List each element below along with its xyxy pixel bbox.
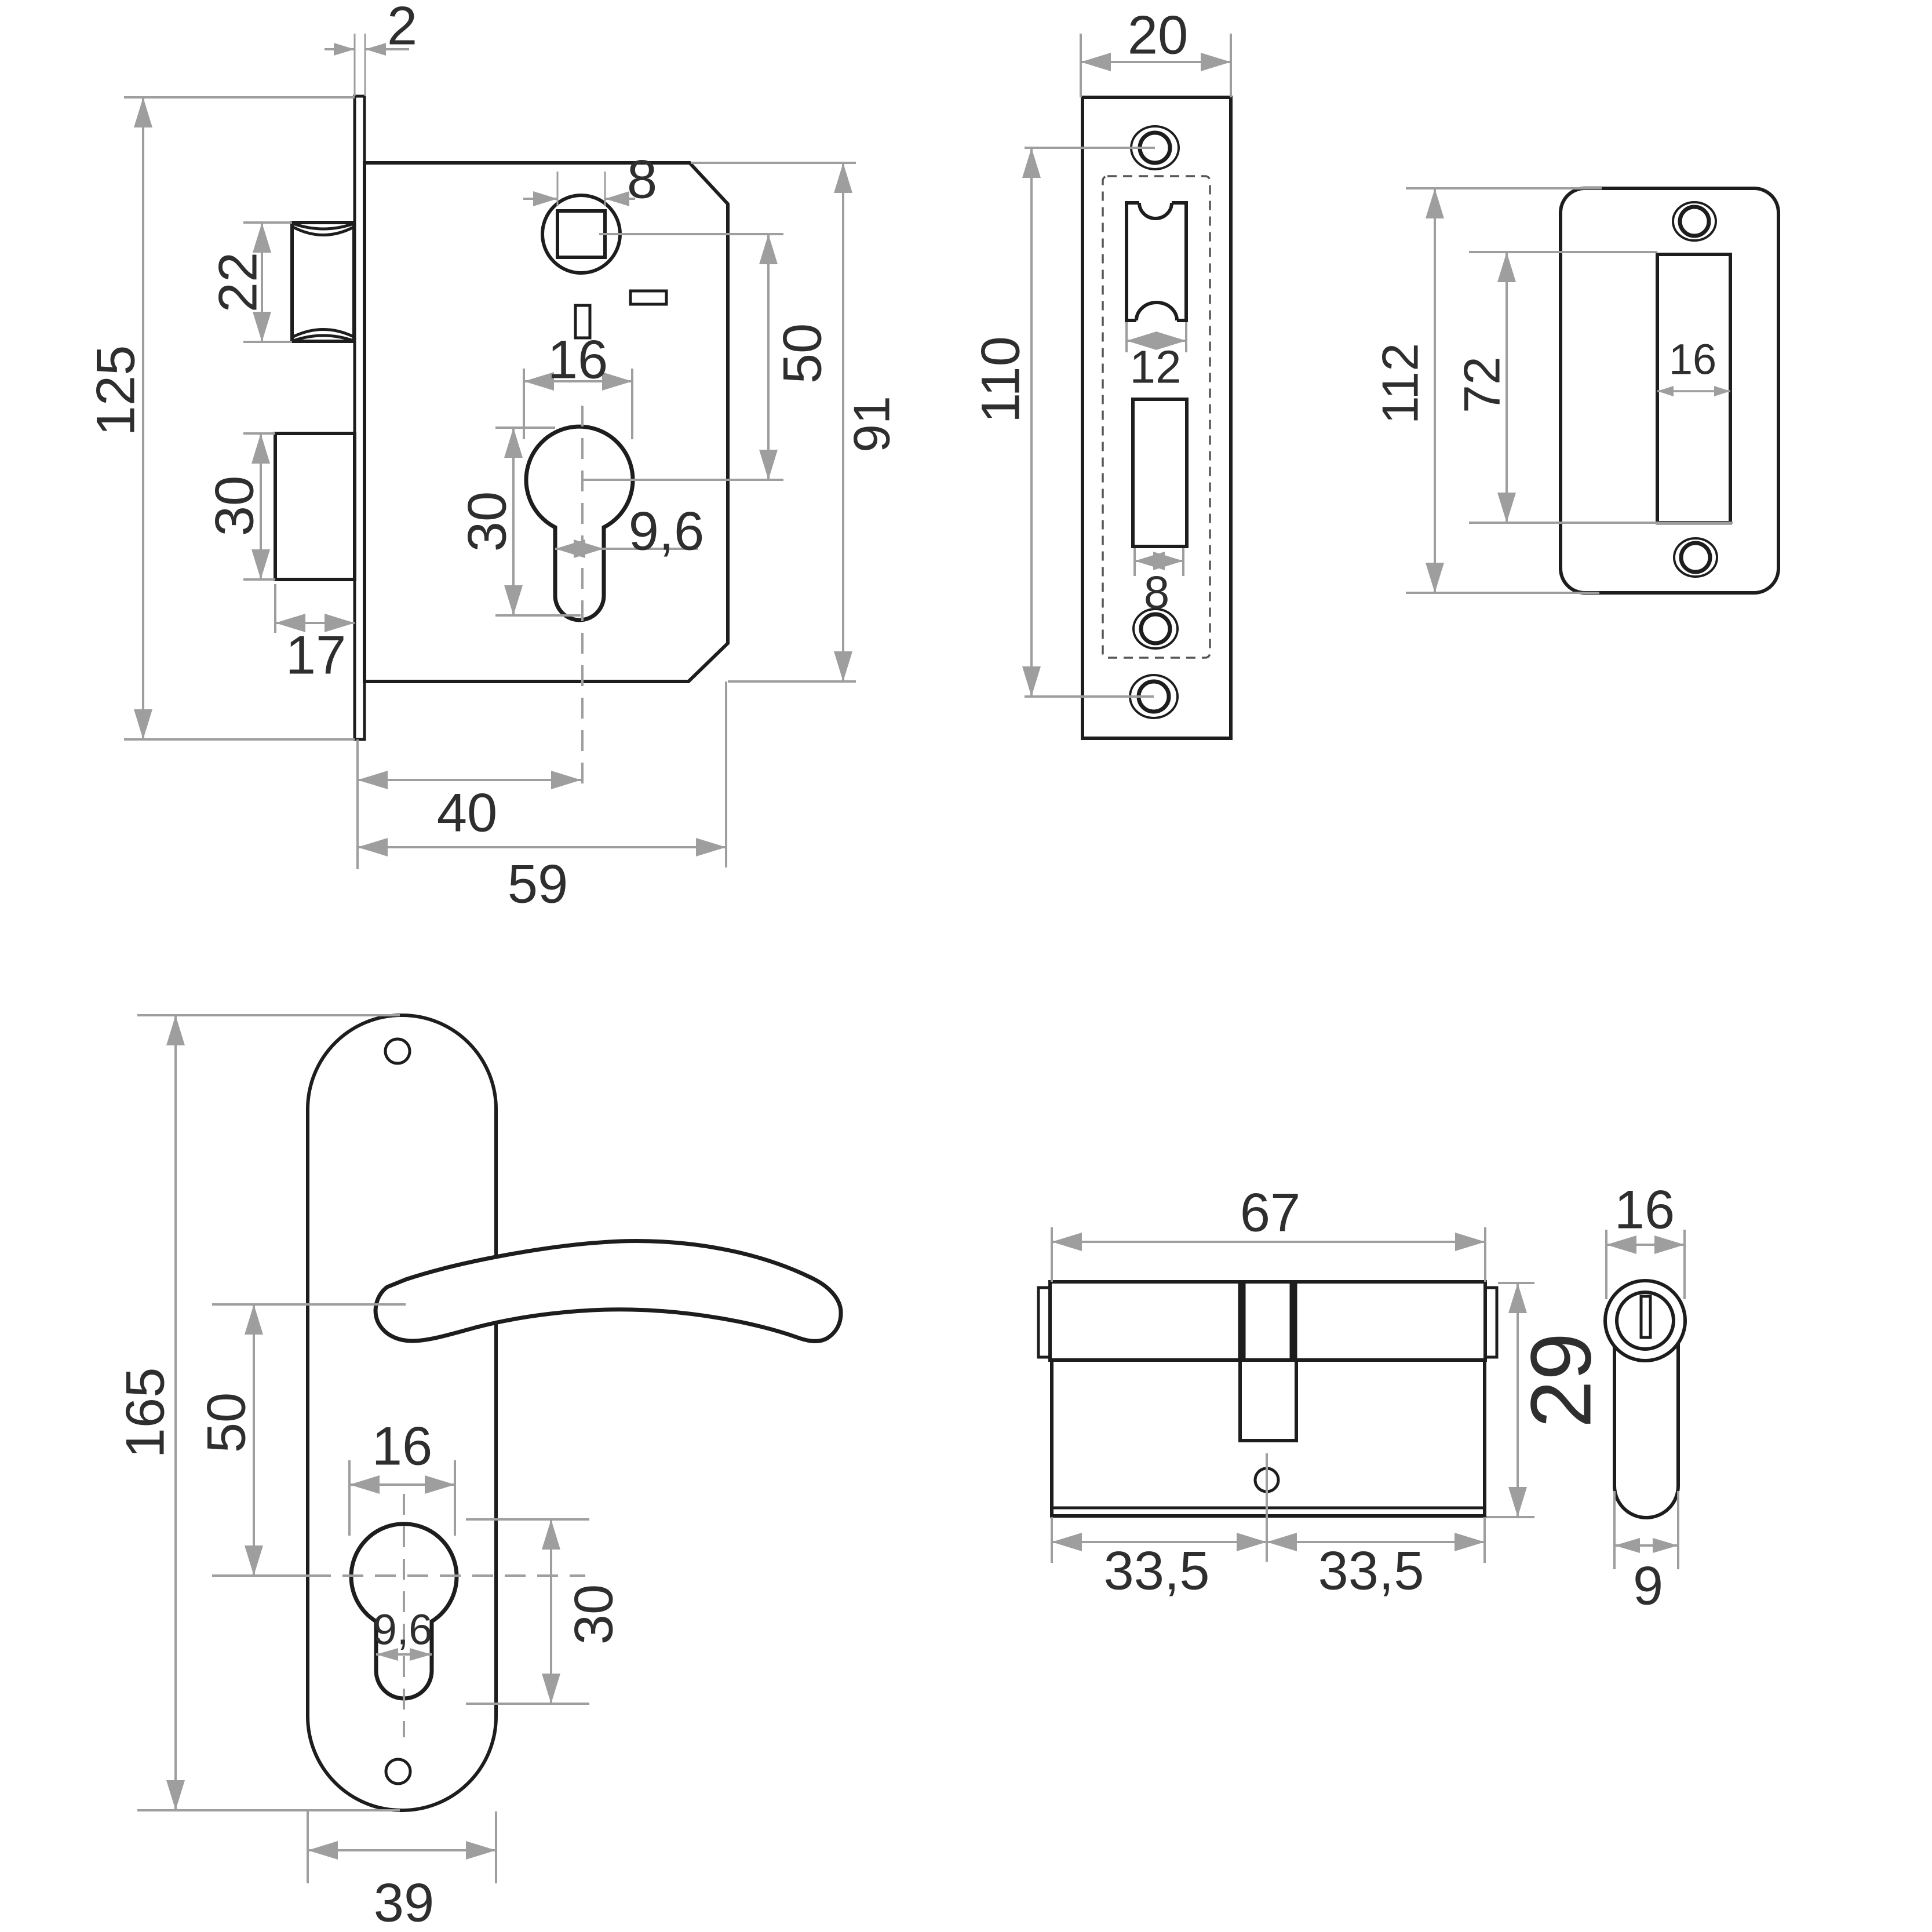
svg-text:91: 91 (843, 396, 901, 453)
svg-text:125: 125 (85, 345, 146, 436)
svg-text:40: 40 (437, 782, 498, 843)
svg-text:16: 16 (372, 1416, 433, 1477)
svg-text:16: 16 (1669, 336, 1716, 384)
svg-text:72: 72 (1453, 356, 1511, 413)
svg-text:30: 30 (563, 1584, 624, 1645)
svg-text:9,6: 9,6 (373, 1606, 433, 1654)
svg-text:29: 29 (1514, 1333, 1609, 1428)
svg-text:165: 165 (115, 1368, 176, 1459)
svg-text:9: 9 (1633, 1555, 1663, 1616)
svg-text:22: 22 (207, 252, 268, 313)
svg-text:12: 12 (1130, 341, 1182, 393)
svg-text:67: 67 (1240, 1182, 1301, 1243)
svg-text:20: 20 (1128, 5, 1189, 65)
svg-text:9,6: 9,6 (629, 501, 705, 562)
svg-text:17: 17 (286, 625, 347, 686)
svg-text:50: 50 (196, 1393, 257, 1453)
svg-text:8: 8 (1144, 567, 1170, 618)
svg-text:16: 16 (548, 329, 608, 390)
svg-text:30: 30 (204, 476, 265, 537)
svg-text:8: 8 (627, 149, 657, 210)
svg-text:39: 39 (374, 1872, 435, 1932)
svg-text:16: 16 (1614, 1179, 1675, 1240)
svg-text:50: 50 (772, 323, 833, 384)
svg-text:2: 2 (387, 0, 417, 56)
svg-text:33,5: 33,5 (1104, 1540, 1210, 1601)
svg-text:30: 30 (457, 491, 517, 552)
svg-text:33,5: 33,5 (1318, 1540, 1424, 1601)
svg-text:110: 110 (970, 336, 1031, 423)
svg-text:59: 59 (508, 854, 568, 914)
svg-text:112: 112 (1372, 343, 1429, 424)
